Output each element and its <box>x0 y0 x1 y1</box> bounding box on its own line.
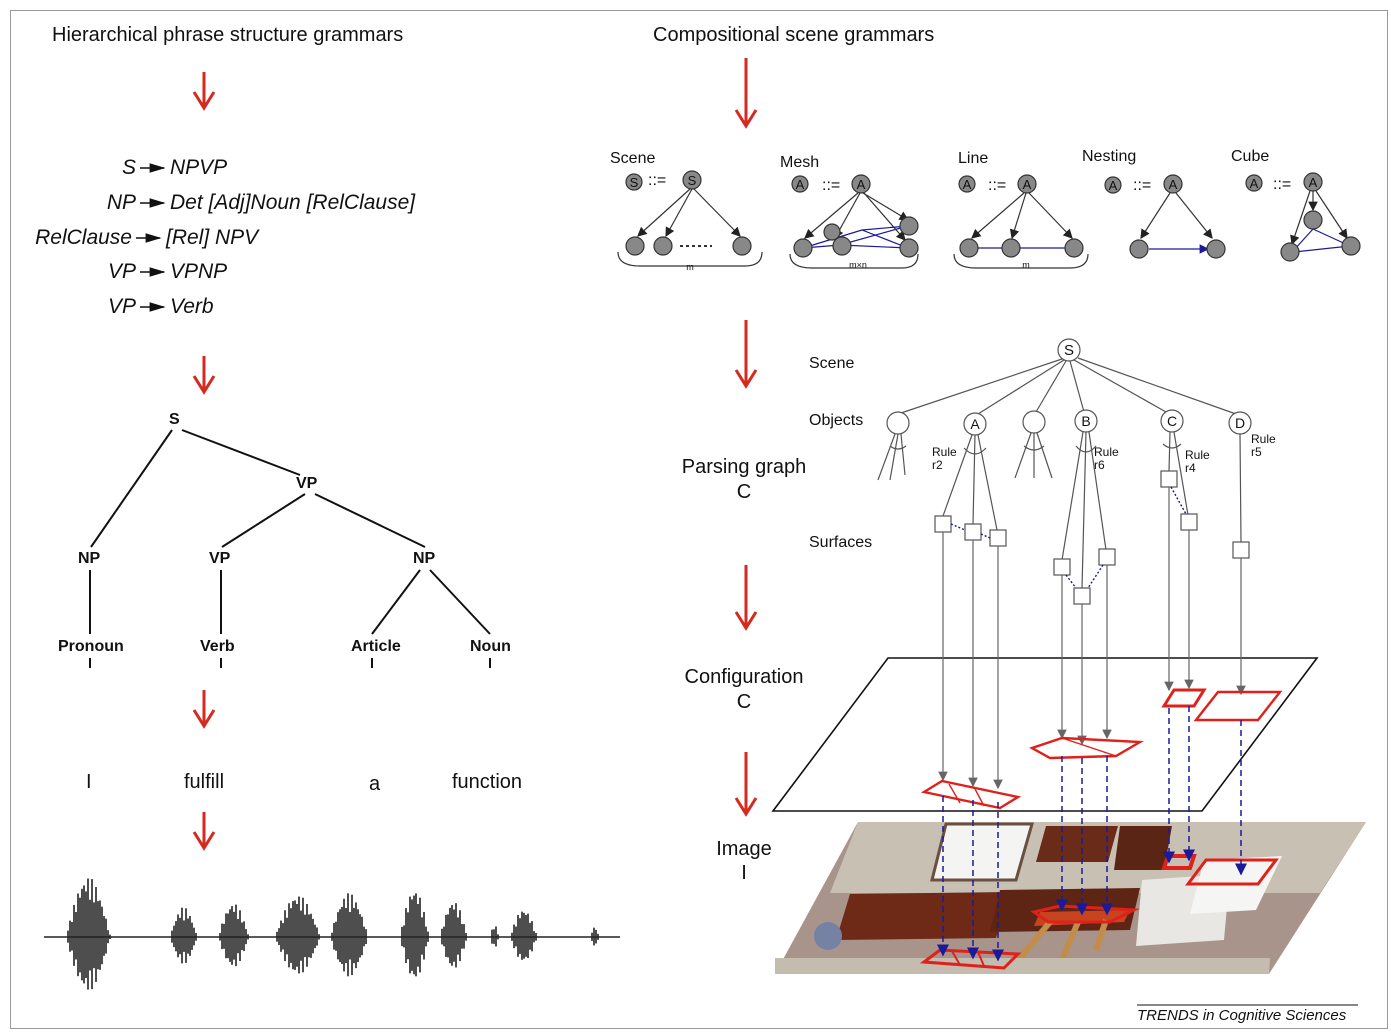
cube-root-letter: A <box>1309 175 1318 190</box>
line-def-symbol: ::= <box>988 177 1007 194</box>
image-symbol: I <box>741 862 747 884</box>
parse-surfaces-label: Surfaces <box>809 534 873 551</box>
parsing-graph-label: Parsing graph <box>681 456 807 478</box>
panel-line-label: Line <box>958 150 989 167</box>
rule-r6-label: Rule r6 <box>1094 445 1119 472</box>
configuration-symbol: C <box>736 691 752 713</box>
syntax-tree-edges <box>89 429 491 668</box>
scene-def-symbol: ::= <box>648 172 667 189</box>
mesh-root-letter: A <box>857 177 866 192</box>
nesting-def-symbol: ::= <box>1133 177 1152 194</box>
parsing-graph <box>877 338 1252 605</box>
scene-lhs-letter: S <box>630 175 639 190</box>
word-3: a <box>369 773 381 795</box>
rule-rhs: Verb <box>170 295 214 318</box>
right-title: Compositional scene grammars <box>653 24 935 46</box>
tree-node-vp: VP <box>209 550 231 567</box>
image-label: Image <box>716 838 772 860</box>
parse-node-c: C <box>1167 413 1177 429</box>
scene-brace-label: m <box>686 262 694 272</box>
word-4: function <box>452 771 523 793</box>
mesh-lhs-letter: A <box>796 177 805 192</box>
parse-node-b: B <box>1081 413 1090 429</box>
mesh-def-symbol: ::= <box>822 177 841 194</box>
tree-node-noun: Noun <box>470 638 511 655</box>
left-title: Hierarchical phrase structure grammars <box>52 24 404 46</box>
rule-lhs: VP <box>107 260 136 283</box>
parse-objects-label: Objects <box>809 412 864 429</box>
configuration-boxes <box>920 688 1283 810</box>
red-arrow-icon <box>734 565 758 631</box>
parsing-graph-symbol: C <box>736 481 752 503</box>
red-arrow-icon <box>734 58 758 129</box>
parse-scene-label: Scene <box>809 355 855 372</box>
tree-node-article: Article <box>351 638 401 655</box>
mesh-brace-label: m×n <box>849 260 867 270</box>
parse-root-node <box>1057 338 1081 362</box>
scene-root-letter: S <box>688 173 697 188</box>
parse-root-letter: S <box>1064 342 1074 359</box>
line-root-letter: A <box>1023 177 1032 192</box>
cube-def-symbol: ::= <box>1273 176 1292 193</box>
rule-r2-label: Rule r2 <box>932 445 957 472</box>
parse-node-d: D <box>1235 415 1245 431</box>
rule-rhs: VPNP <box>170 260 228 283</box>
panel-nesting-label: Nesting <box>1082 148 1137 165</box>
nesting-lhs-letter: A <box>1109 178 1118 193</box>
scene-lhs-node <box>625 173 643 191</box>
word-1: I <box>86 771 92 793</box>
rule-r4-label: Rule r4 <box>1185 448 1210 475</box>
figure-frame <box>10 10 1388 1029</box>
tree-node-vp-top: VP <box>296 475 318 492</box>
kitchen-image <box>775 822 1366 974</box>
word-2: fulfill <box>184 771 225 793</box>
rule-lhs: VP <box>107 295 136 318</box>
rule-r5-label: Rule r5 <box>1251 432 1276 459</box>
rule-arrows <box>136 163 166 312</box>
red-arrow-icon <box>192 72 216 111</box>
cube-lhs-letter: A <box>1250 176 1259 191</box>
rule-lhs: RelClause <box>35 226 132 249</box>
red-arrow-icon <box>734 320 758 389</box>
tree-node-verb: Verb <box>200 638 235 655</box>
red-arrow-icon <box>192 356 216 395</box>
credit: TRENDS in Cognitive Sciences <box>1137 1007 1347 1024</box>
grammar-panels <box>617 170 1361 269</box>
panel-scene-label: Scene <box>610 150 656 167</box>
rule-lhs: NP <box>106 191 136 214</box>
panel-mesh-label: Mesh <box>780 154 820 171</box>
speech-waveform <box>44 878 620 990</box>
red-arrow-icon <box>734 752 758 817</box>
rule-rhs: Det [Adj]Noun [RelClause] <box>170 191 416 214</box>
rule-rhs: NPVP <box>170 156 228 179</box>
nesting-root-letter: A <box>1169 177 1178 192</box>
configuration-label: Configuration <box>684 666 804 688</box>
tree-node-np2: NP <box>413 550 436 567</box>
rule-lhs: S <box>121 156 136 179</box>
tree-node-np1: NP <box>78 550 101 567</box>
rule-rhs: [Rel] NPV <box>166 226 259 249</box>
parse-node-a: A <box>970 416 980 432</box>
tree-node-s: S <box>169 411 180 428</box>
line-brace-label: m <box>1022 260 1030 270</box>
line-lhs-letter: A <box>963 177 972 192</box>
red-arrow-icon <box>192 690 216 729</box>
tree-node-pronoun: Pronoun <box>58 638 124 655</box>
configuration-plane <box>771 657 1319 812</box>
panel-cube-label: Cube <box>1231 148 1270 165</box>
red-arrow-icon <box>192 812 216 851</box>
